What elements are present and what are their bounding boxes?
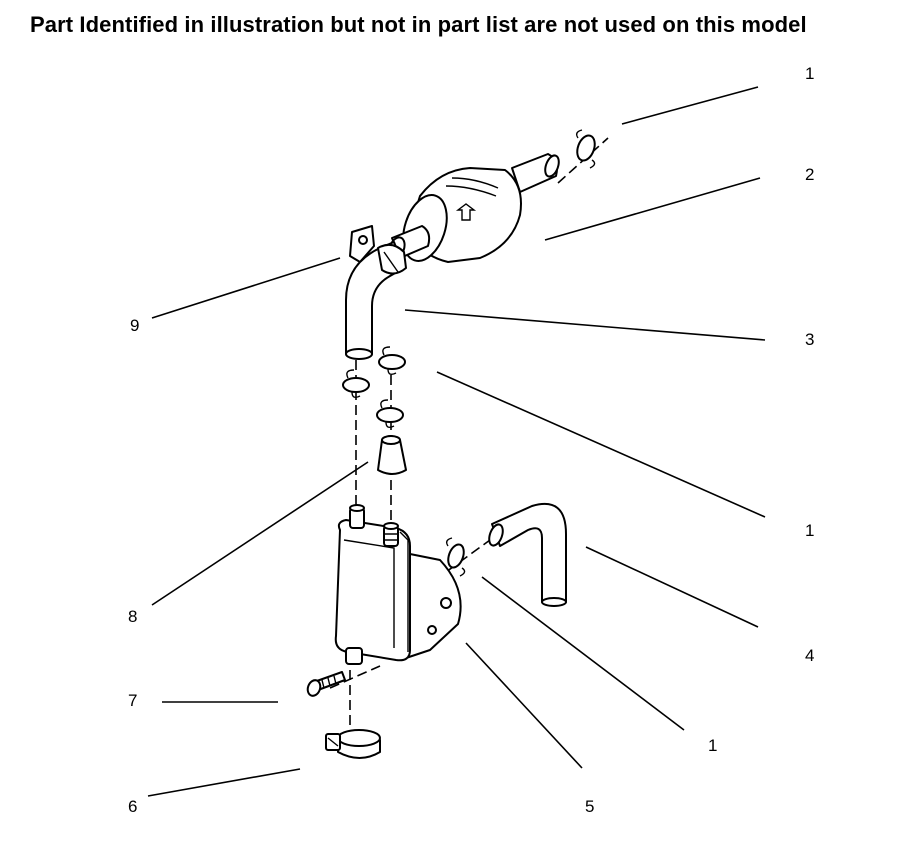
page-title: Part Identified in illustration but not …	[30, 12, 807, 37]
callout-5: 5	[585, 797, 594, 816]
callout-1a: 1	[805, 64, 814, 83]
leader-line-4	[585, 546, 759, 628]
leader-line-1b	[436, 371, 766, 518]
callout-2: 2	[805, 165, 814, 184]
callout-1c: 1	[708, 736, 717, 755]
leader-lines	[147, 86, 766, 797]
callout-3: 3	[805, 330, 814, 349]
fuel-pump	[334, 504, 462, 665]
mounting-bracket	[349, 225, 375, 263]
leader-line-8	[151, 461, 369, 606]
mounting-screw	[306, 671, 346, 697]
callout-8: 8	[128, 607, 137, 626]
callout-4: 4	[805, 646, 814, 665]
leader-line-5	[465, 642, 583, 769]
callout-labels: 1 2 9 3 1 8 4 7 1 6 5	[128, 64, 814, 816]
hose-clamp-side	[445, 537, 466, 577]
leader-line-2	[544, 177, 761, 241]
leader-line-1a	[621, 86, 759, 125]
band-clamp	[325, 729, 381, 759]
rubber-cap	[377, 435, 407, 475]
callout-6: 6	[128, 797, 137, 816]
callout-9: 9	[130, 316, 139, 335]
leader-line-1c	[481, 576, 685, 731]
leader-line-9	[151, 257, 341, 319]
callout-7: 7	[128, 691, 137, 710]
leader-line-6	[147, 768, 301, 797]
fuel-filter	[388, 153, 560, 263]
hose-clamp-middle	[342, 346, 406, 429]
elbow-hose	[345, 241, 407, 360]
outlet-hose	[488, 503, 567, 607]
hose-clamp-top	[575, 129, 596, 169]
callout-1b: 1	[805, 521, 814, 540]
leader-line-3	[404, 309, 766, 341]
